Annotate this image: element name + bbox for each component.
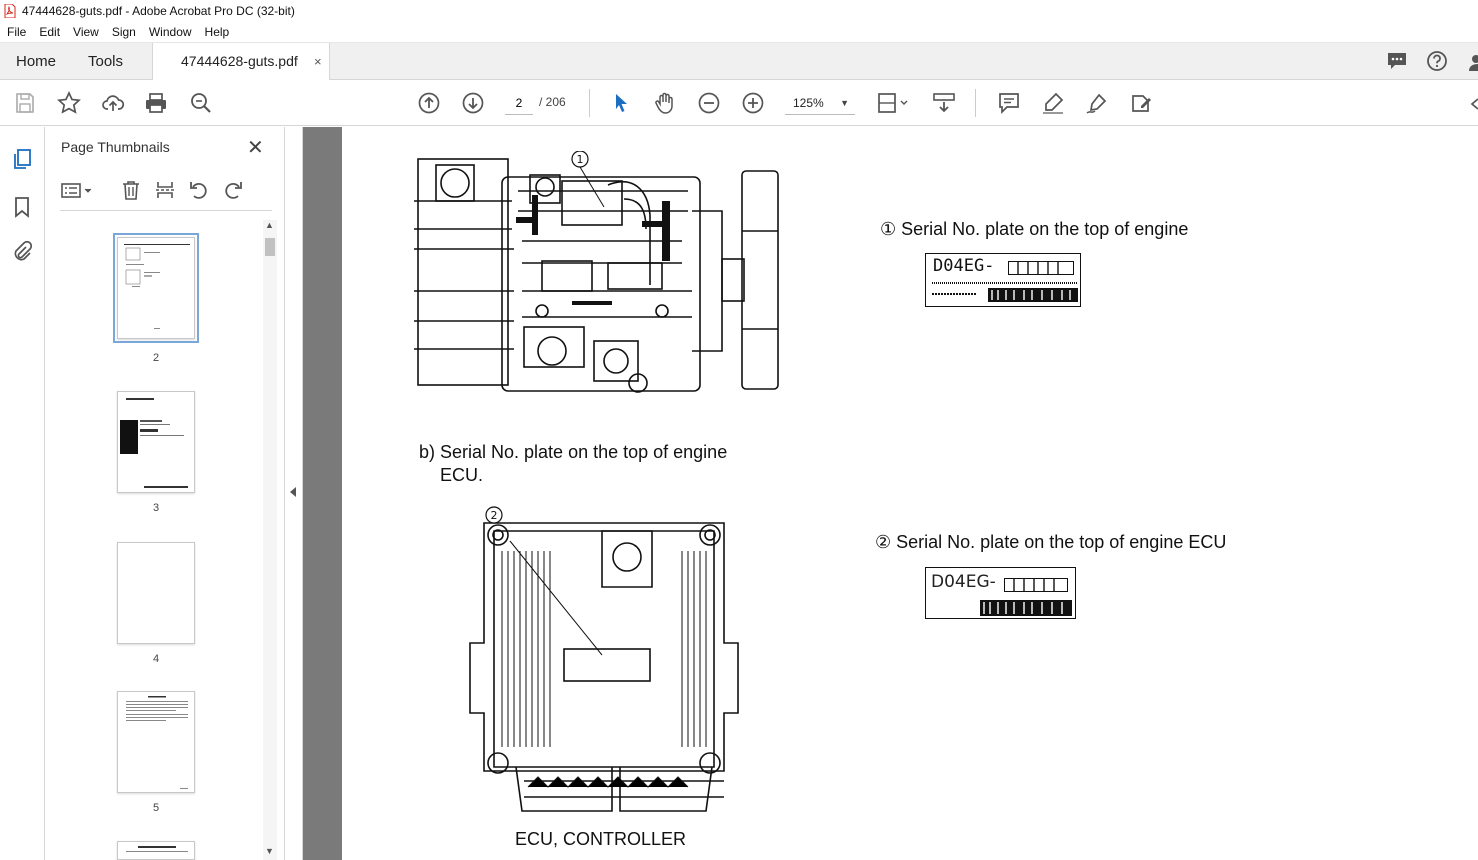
thumbnail-page-3[interactable] [117,391,195,493]
insert-pages-icon[interactable] [154,179,176,201]
plate-barcode [980,600,1072,616]
previous-page-icon[interactable] [417,91,441,115]
print-icon[interactable] [144,91,168,115]
plate-model-code: D04EG- [931,572,996,592]
thumbnail-label: 3 [152,502,160,514]
document-viewport[interactable]: 1 b) Serial No. plate on the top of engi… [303,127,1478,860]
zoom-search-icon[interactable] [189,91,213,115]
thumbnail-page-2[interactable] [113,233,199,343]
menu-window[interactable]: Window [148,25,192,39]
svg-text:2: 2 [491,509,498,522]
thumbnail-toolbar [60,177,272,211]
menu-help[interactable]: Help [204,25,230,39]
tab-tools[interactable]: Tools [88,53,124,70]
serial-boxes [1004,578,1068,592]
thumbnail-page-4[interactable] [117,542,195,644]
menu-file[interactable]: File [7,25,27,39]
section-label-b: b) Serial No. plate on the top of engine [419,442,728,462]
next-page-icon[interactable] [461,91,485,115]
thumbnail-page-6[interactable] [117,841,195,860]
scroll-down-icon[interactable]: ▼ [265,846,274,856]
plate-model-code: D04EG- [933,256,995,276]
select-cursor-icon[interactable] [609,91,633,115]
callout-ecu-plate: ② Serial No. plate on the top of engine … [875,532,1227,552]
menu-view[interactable]: View [73,25,99,39]
collapse-panel-arrow-icon[interactable] [290,487,296,497]
main-toolbar: / 206 125% ▼ [0,80,1478,126]
comment-bubble-icon[interactable] [1386,51,1408,71]
page-thumbnails-panel: Page Thumbnails ✕ 2 [45,127,285,860]
scroll-up-icon[interactable]: ▲ [265,220,274,230]
panel-splitter[interactable] [285,127,303,860]
title-bar: 47444628-guts.pdf - Adobe Acrobat Pro DC… [0,0,1478,22]
help-icon[interactable] [1426,50,1448,72]
rotate-clockwise-icon[interactable] [222,179,244,201]
highlight-pen-icon[interactable] [1041,91,1065,115]
thumbnail-page-5[interactable] [117,691,195,793]
rotate-counterclockwise-icon[interactable] [188,179,210,201]
collapse-right-pane-icon[interactable] [1468,91,1478,115]
thumbnail-scrollbar[interactable]: ▲ ▼ [263,220,277,860]
chevron-down-icon: ▼ [840,98,849,108]
panel-title: Page Thumbnails [61,139,170,155]
fit-page-icon[interactable] [876,91,910,115]
add-comment-icon[interactable] [997,91,1021,115]
sign-pen-icon[interactable] [1085,91,1109,115]
tab-bar: Home Tools 47444628-guts.pdf × [0,43,1478,80]
zoom-in-icon[interactable] [741,91,765,115]
hand-tool-icon[interactable] [653,91,677,115]
delete-trash-icon[interactable] [120,179,142,201]
menu-bar: File Edit View Sign Window Help [0,22,1478,43]
menu-sign[interactable]: Sign [111,25,136,39]
zoom-level-value: 125% [793,96,824,110]
page-number-input[interactable] [505,91,533,115]
window-title: 47444628-guts.pdf - Adobe Acrobat Pro DC… [22,4,295,18]
zoom-out-icon[interactable] [697,91,721,115]
callout-engine-plate: ① Serial No. plate on the top of engine [880,219,1189,239]
close-panel-button[interactable]: ✕ [247,137,264,159]
upload-cloud-icon[interactable] [101,91,125,115]
thumbnail-label: 4 [152,653,160,665]
tab-home[interactable]: Home [16,53,57,70]
zoom-level-select[interactable]: 125% ▼ [785,91,855,115]
svg-text:1: 1 [577,153,584,166]
section-label-b-cont: ECU. [440,465,484,485]
ecu-serial-plate: D04EG- [925,567,1076,619]
figure-caption: ECU, CONTROLLER [515,829,687,849]
thumbnail-label: 2 [152,352,160,364]
thumbnail-label: 5 [152,802,160,814]
redact-stamp-icon[interactable] [1129,91,1153,115]
tab-document[interactable]: 47444628-guts.pdf × [152,43,330,80]
thumbnail-options-icon[interactable] [60,179,96,201]
tab-close-button[interactable]: × [314,54,322,69]
toolbar-divider [975,89,976,117]
menu-edit[interactable]: Edit [39,25,61,39]
toolbar-divider [589,89,590,117]
attachment-paperclip-icon[interactable] [10,240,34,264]
tab-document-label: 47444628-guts.pdf [181,53,298,69]
save-icon[interactable] [13,91,37,115]
page-total: / 206 [539,95,566,109]
star-bookmark-icon[interactable] [57,91,81,115]
scrollbar-thumb[interactable] [265,238,275,256]
bookmark-icon[interactable] [10,195,34,219]
scroll-mode-icon[interactable] [932,91,956,115]
acrobat-pdf-icon [4,3,16,19]
pdf-page: 1 b) Serial No. plate on the top of engi… [342,127,1478,860]
user-avatar-icon[interactable] [1466,52,1478,72]
page-thumbnails-icon[interactable] [10,147,34,171]
ecu-illustration: 2 [469,506,739,812]
engine-illustration: 1 [414,151,779,393]
engine-serial-plate: D04EG- [925,253,1081,307]
plate-fine-print [932,282,1078,302]
navigation-rail [0,127,45,860]
serial-boxes [1008,261,1074,275]
